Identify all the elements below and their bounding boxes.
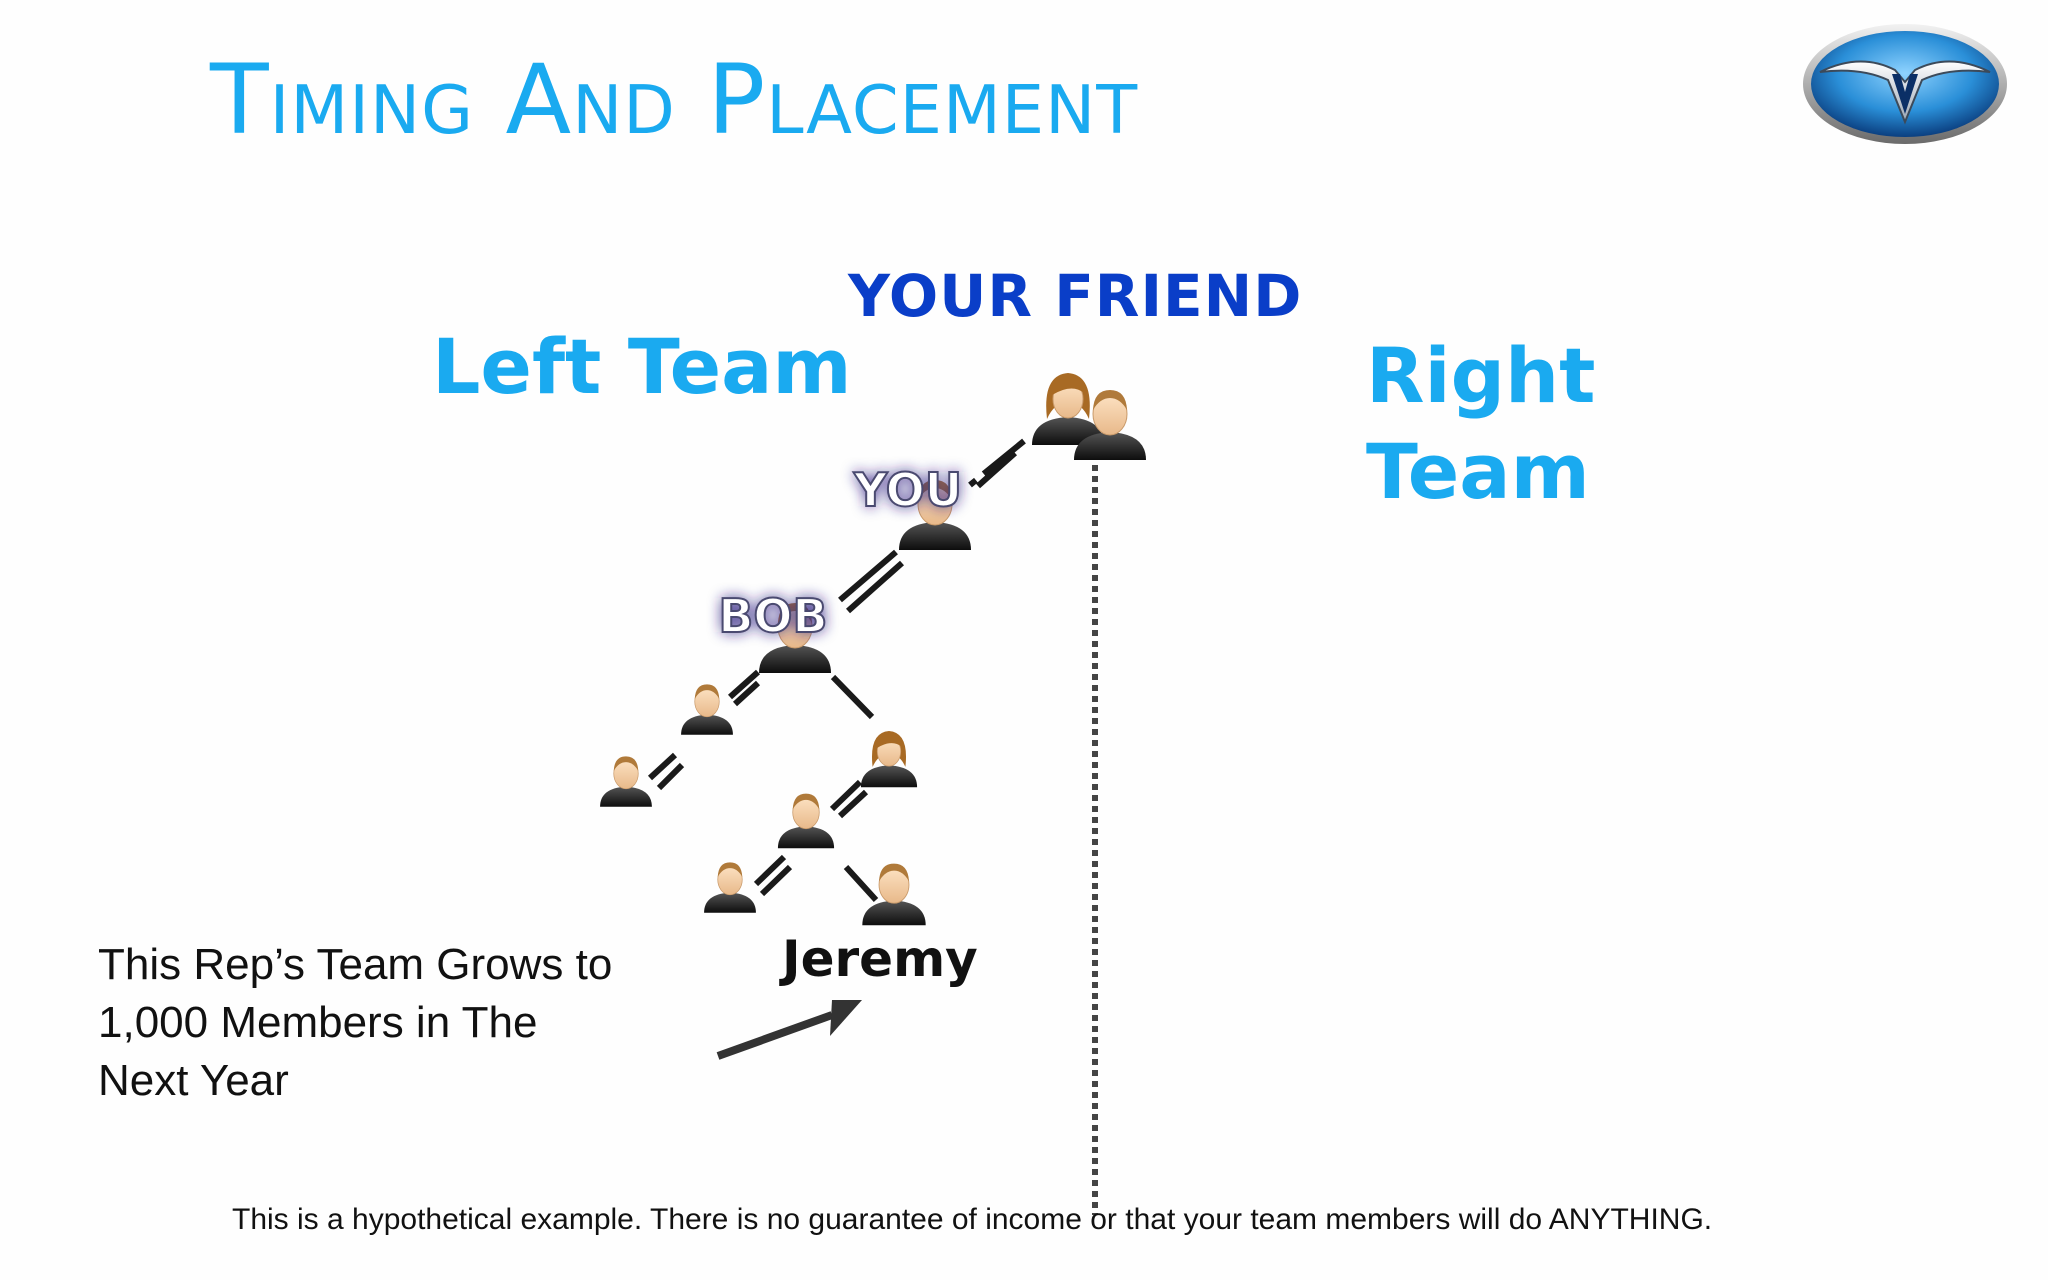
connector-line: [647, 752, 678, 781]
growth-note: This Rep’s Team Grows to 1,000 Members i…: [98, 940, 613, 1105]
connector-line: [759, 864, 793, 897]
left-team-label: Left Team: [432, 322, 852, 411]
slide-title: Timing And Placement: [210, 44, 1139, 156]
connector-line: [753, 854, 787, 887]
person-icon: [599, 756, 653, 808]
connector-line: [829, 779, 863, 812]
arrow-icon: [716, 1000, 862, 1060]
your-friend-label: YOUR FRIEND: [848, 262, 1303, 330]
you-node: YOU YOU: [852, 462, 972, 551]
bob-node: BOB BOB: [717, 588, 832, 674]
connector-line: [838, 549, 898, 603]
you-badge: YOU: [853, 463, 962, 517]
right-team-label: Right Team: [1366, 331, 1596, 516]
bob-badge-glow: BOB: [718, 589, 827, 643]
person-icon: [860, 730, 918, 788]
person-icon: [703, 862, 757, 914]
person-icon: [680, 684, 734, 736]
tree-connectors: [647, 438, 1098, 1215]
disclaimer-text: This is a hypothetical example. There is…: [232, 1203, 1713, 1236]
connector-line: [830, 674, 875, 720]
person-icon: [777, 793, 835, 849]
you-badge-glow: YOU: [853, 463, 962, 517]
connector-line: [846, 560, 904, 614]
connector-line: [732, 680, 761, 707]
winged-v-logo-icon: [1803, 24, 2007, 144]
connector-line: [837, 789, 869, 819]
connector-line: [968, 438, 1026, 488]
connector-line: [976, 450, 1017, 489]
connector-line: [728, 669, 760, 700]
jeremy-label: Jeremy: [782, 930, 978, 988]
your-friend-couple-icon: [1031, 372, 1147, 461]
connector-line: [843, 864, 879, 903]
bob-badge: BOB: [718, 589, 827, 643]
connector-line: [656, 762, 685, 791]
